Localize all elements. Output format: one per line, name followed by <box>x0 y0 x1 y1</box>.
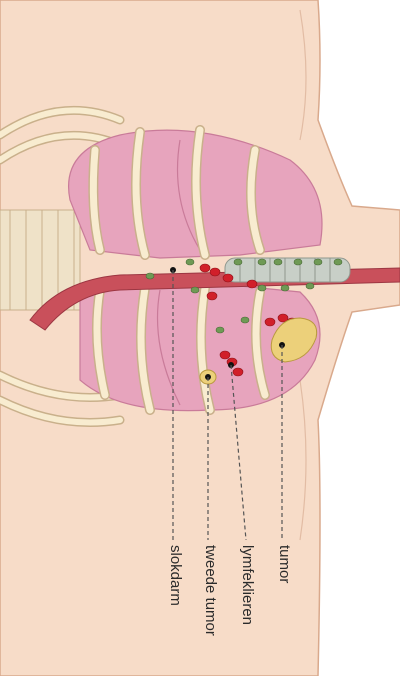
trachea <box>225 258 350 282</box>
tumor-label: tumor <box>277 545 292 583</box>
lymph-nodes-label: lymfeklieren <box>240 545 255 625</box>
esophagus-label: slokdarm <box>168 545 183 606</box>
second-tumor-label: tweede tumor <box>203 545 218 636</box>
